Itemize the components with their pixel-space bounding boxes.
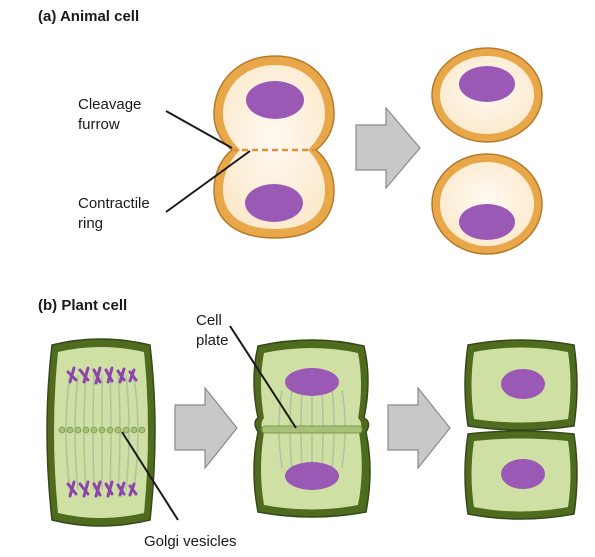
plant-process-arrow-1 [174,386,238,470]
daughter-animal-cell-top [431,47,543,143]
golgi-vesicles-leader [121,431,179,521]
dividing-animal-cell [213,55,335,239]
plant-daughter-nucleus-top [501,369,545,399]
cell-plate-leader [229,325,297,429]
animal-nucleus-top [246,81,304,119]
cell-plate [261,425,363,434]
panel-b-title: (b) Plant cell [38,297,128,314]
contractile-ring-label: Contractile ring [78,194,150,234]
golgi-vesicles-label: Golgi vesicles [144,533,237,550]
plant-cell-2-nucleus-top [285,368,339,396]
daughter-plant-cell-bottom [464,430,578,520]
plant-cell-2-nucleus-bottom [285,462,339,490]
cell-plate-label-line1: Cell [196,312,222,329]
cell-plate-label-line2: plate [196,332,229,349]
plant-cell-cell-plate [253,339,371,518]
daughter-plant-cell-top [464,339,578,431]
cell-plate-label: Cell plate [196,311,229,351]
animal-process-arrow [355,106,421,190]
chromosomes-top [66,366,138,385]
animal-daughter-nucleus-top [459,66,515,102]
plant-cell-spindle [46,338,156,527]
chromosomes-bottom [66,480,138,498]
contractile-ring-label-line1: Contractile [78,195,150,212]
plant-daughter-nucleus-bottom [501,459,545,489]
panel-a-title: (a) Animal cell [38,8,140,25]
contractile-ring-label-line2: ring [78,215,104,232]
cleavage-furrow-label-line1: Cleavage [78,96,142,113]
daughter-animal-cell-bottom [431,153,543,255]
cleavage-furrow-leader [165,110,233,149]
plant-process-arrow-2 [387,386,451,470]
golgi-vesicle-row [58,426,146,434]
animal-nucleus-bottom [245,184,303,222]
cleavage-furrow-label: Cleavage furrow [78,95,141,135]
animal-daughter-nucleus-bottom [459,204,515,240]
contractile-ring-leader [165,150,251,213]
cleavage-furrow-label-line2: furrow [78,116,120,133]
